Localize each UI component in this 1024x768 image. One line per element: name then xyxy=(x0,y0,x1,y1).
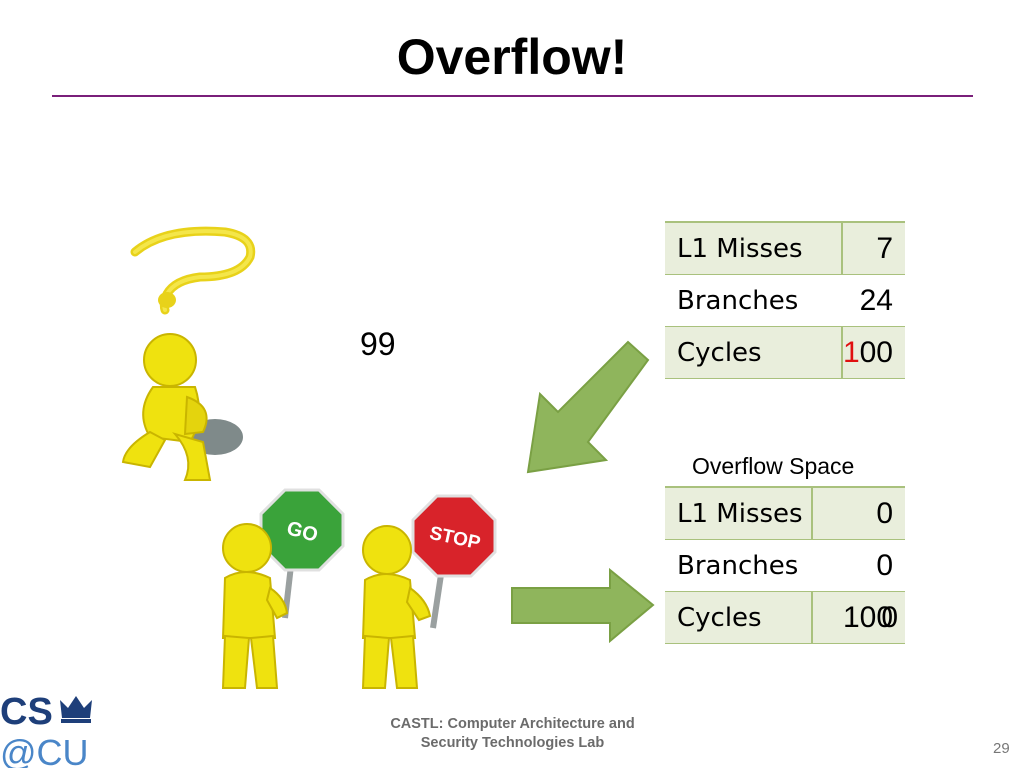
row-value: 100 xyxy=(840,326,905,379)
row-label: Cycles xyxy=(665,326,842,379)
table-row: Branches 0 xyxy=(665,539,905,592)
row-value: 0 xyxy=(812,539,905,592)
logo-top-text: CS xyxy=(0,691,53,733)
row-label: Cycles xyxy=(665,591,812,644)
go-stop-people-icon: GO STOP xyxy=(221,488,497,689)
row-label: Branches xyxy=(665,539,812,592)
thinking-person-icon xyxy=(121,226,256,481)
footer-line: Security Technologies Lab xyxy=(420,735,605,751)
row-label: L1 Misses xyxy=(665,221,842,275)
row-label: Branches xyxy=(665,274,842,327)
slide-title: Overflow! xyxy=(396,29,628,85)
table-row: L1 Misses 0 xyxy=(665,486,905,540)
logo-bottom-text: @CU xyxy=(0,732,89,768)
right-arrow-icon xyxy=(511,568,655,643)
table-row: L1 Misses 7 xyxy=(665,221,905,275)
table-row: Cycles 100 xyxy=(665,326,905,379)
row-value: 24 xyxy=(841,274,905,327)
counter-table: L1 Misses 7 Branches 24 Cycles 100 xyxy=(665,221,905,379)
row-label: L1 Misses xyxy=(665,486,812,540)
cs-cu-logo: CS @CU xyxy=(0,691,92,768)
row-value: 7 xyxy=(840,221,905,275)
table-row: Branches 24 xyxy=(665,274,905,327)
footer-lab-name: CASTL: Computer Architecture and Securit… xyxy=(370,715,655,753)
row-value: 0 xyxy=(811,486,905,540)
overflow-caption: Overflow Space xyxy=(692,453,855,479)
floating-value: 99 xyxy=(360,326,396,362)
diagonal-arrow-icon xyxy=(526,340,650,474)
old-digit: 0 xyxy=(881,600,898,634)
value-prefix: 10 xyxy=(842,600,877,634)
crown-icon xyxy=(60,696,92,723)
carry-digit: 1 xyxy=(842,335,860,369)
footer-line: CASTL: Computer Architecture and xyxy=(390,716,635,732)
value-digits: 00 xyxy=(859,335,893,369)
new-digit: 0 xyxy=(876,600,893,634)
title-divider xyxy=(52,95,973,97)
page-number: 29 xyxy=(993,740,1010,757)
